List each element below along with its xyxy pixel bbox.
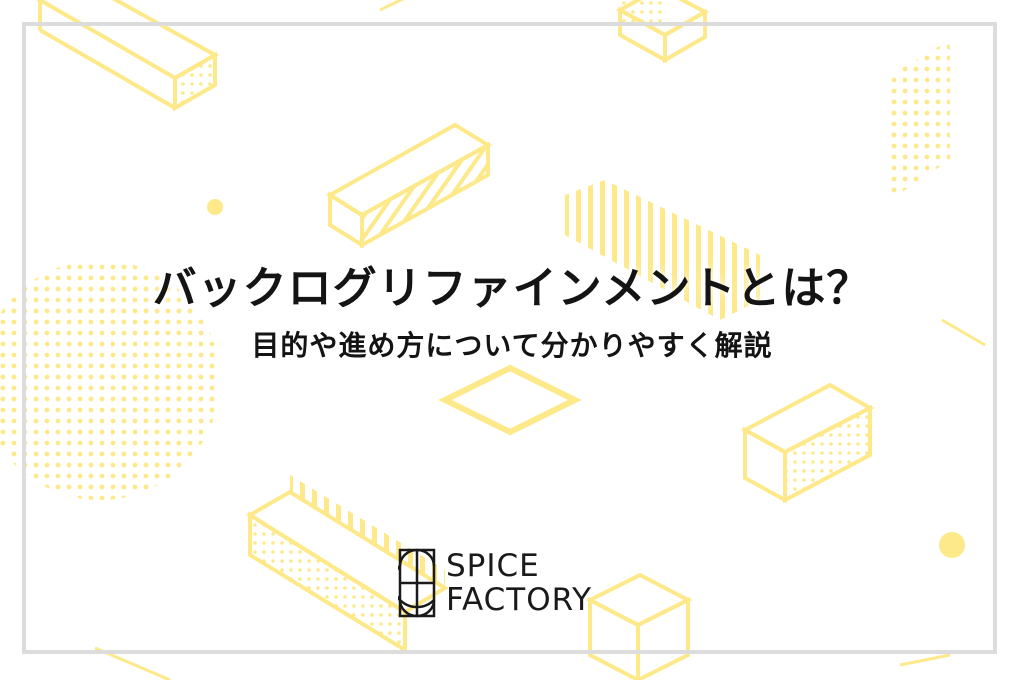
deco-bar-center — [326, 122, 492, 249]
brand-line-1: SPICE — [446, 548, 540, 584]
deco-cube-top — [615, 0, 710, 64]
page-subtitle: 目的や進め方について分かりやすく解説 — [251, 329, 773, 362]
deco-line-bottom-right — [899, 653, 951, 667]
deco-cube-bottom — [585, 572, 693, 680]
deco-bar-bottom-left — [246, 475, 449, 654]
deco-diamond — [438, 364, 582, 436]
brand-logo: SPICE FACTORY — [398, 548, 592, 618]
deco-dot-right — [939, 532, 965, 558]
deco-box-right — [740, 382, 875, 504]
deco-dot-left — [207, 199, 223, 215]
deco-line-top — [379, 0, 405, 12]
deco-bar-top-left — [36, 0, 220, 112]
deco-line-right — [941, 318, 986, 347]
deco-line-bottom-left — [94, 646, 171, 680]
brand-line-2: FACTORY — [446, 582, 593, 618]
page-title: バックログリファインメントとは？ — [152, 263, 872, 314]
brand-wordmark: SPICE FACTORY — [446, 549, 592, 617]
spice-factory-logo-mark-icon — [398, 548, 436, 618]
deco-dots-circle-left — [0, 260, 220, 500]
deco-stripes-center-right — [565, 180, 760, 320]
deco-dots-right — [890, 40, 950, 200]
